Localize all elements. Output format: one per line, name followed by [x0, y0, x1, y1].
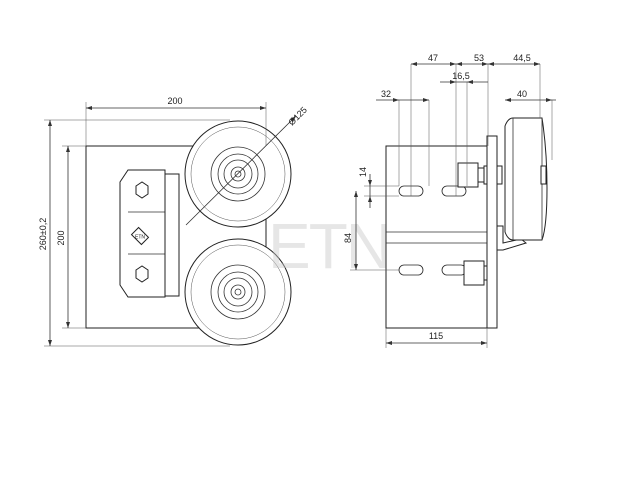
side-dim-14: 14 — [358, 167, 368, 177]
side-top-dimensions: 47 53 44,5 16,5 32 40 — [376, 53, 556, 196]
axle-nut-upper — [457, 162, 479, 188]
side-flange — [486, 135, 498, 329]
side-dim-53: 53 — [474, 53, 484, 63]
side-left-dimensions: 14 84 — [343, 167, 399, 271]
side-dim-44-5: 44,5 — [513, 53, 531, 63]
side-bottom-dimension: 115 — [385, 328, 488, 348]
watermark: ETN — [268, 210, 390, 282]
side-dim-16-5: 16,5 — [452, 71, 470, 81]
front-dim-diameter: Ø125 — [286, 105, 309, 128]
side-view: 47 53 44,5 16,5 32 40 — [343, 53, 556, 348]
front-dim-height: 200 — [56, 230, 66, 245]
side-dim-84: 84 — [343, 233, 353, 243]
dimension-width: 200 — [85, 96, 267, 146]
mounting-bracket: ETN — [119, 169, 180, 298]
dimension-height: 200 — [56, 145, 86, 329]
dimension-total-height: 260±0,2 — [38, 119, 230, 347]
svg-text:ETN: ETN — [135, 235, 145, 241]
front-view: ETN 200 — [38, 96, 309, 347]
slot-hole-2 — [441, 185, 467, 197]
front-dim-width: 200 — [167, 96, 182, 106]
bolt-head-top-icon — [135, 181, 149, 199]
side-dim-40: 40 — [517, 89, 527, 99]
bolt-head-bottom-icon — [135, 265, 149, 283]
side-dim-32: 32 — [381, 89, 391, 99]
side-wheel-profile — [504, 117, 548, 241]
front-dim-total-height: 260±0,2 — [38, 218, 48, 250]
manufacturer-logo-icon — [130, 226, 150, 246]
slot-hole-4 — [441, 264, 467, 276]
axle-nut-lower — [463, 260, 485, 286]
side-dim-47: 47 — [428, 53, 438, 63]
lower-wheel — [184, 238, 292, 346]
side-dim-115: 115 — [429, 331, 443, 341]
slot-hole-3 — [398, 264, 424, 276]
